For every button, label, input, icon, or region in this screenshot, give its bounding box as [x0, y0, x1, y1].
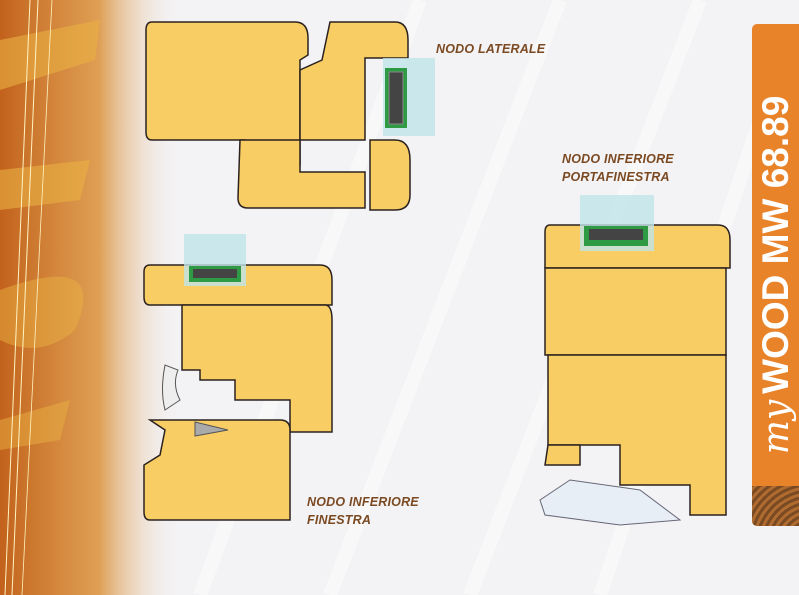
- label-line: NODO INFERIORE: [562, 152, 674, 166]
- wood-grain-icon: [752, 486, 799, 526]
- product-name: my WOOD MW 68.89: [755, 96, 797, 455]
- nodo-laterale-glass: [383, 58, 435, 136]
- brand-prefix: my: [755, 399, 797, 455]
- nodo-laterale-drawing: [145, 21, 411, 211]
- product-banner: my WOOD MW 68.89: [752, 24, 799, 526]
- label-line: FINESTRA: [307, 513, 372, 527]
- product-title: WOOD MW 68.89: [754, 95, 796, 394]
- label-nodo-inferiore-finestra: NODO INFERIORE FINESTRA: [307, 493, 419, 529]
- nodo-inferiore-portafinestra-drawing: [544, 224, 731, 516]
- label-line: NODO INFERIORE: [307, 495, 419, 509]
- nodo-inferiore-finestra-glass: [162, 234, 246, 437]
- label-nodo-laterale: NODO LATERALE: [436, 42, 546, 56]
- nodo-inferiore-finestra-drawing: [143, 264, 333, 521]
- label-nodo-inferiore-portafinestra: NODO INFERIORE PORTAFINESTRA: [562, 150, 674, 186]
- label-line: PORTAFINESTRA: [562, 170, 670, 184]
- nodo-inferiore-portafinestra-glass: [539, 195, 682, 526]
